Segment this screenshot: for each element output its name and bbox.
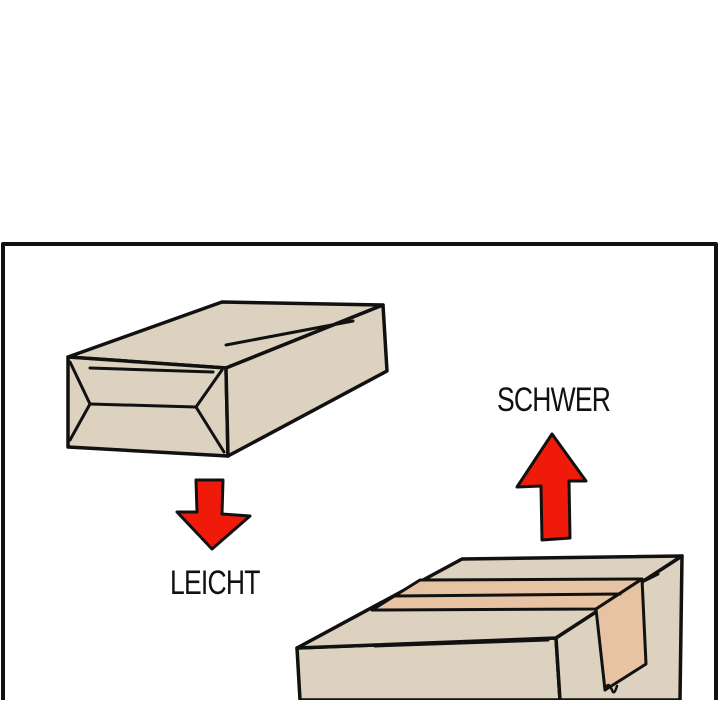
cardboard-box-icon xyxy=(295,554,684,702)
panel-frame xyxy=(1,242,718,700)
box-tape-side xyxy=(594,577,648,692)
arrow-up-icon xyxy=(515,432,588,542)
light-label: LEICHT xyxy=(170,564,260,602)
flat-package-icon xyxy=(66,300,389,458)
heavy-label: SCHWER xyxy=(497,381,611,419)
arrow-down-icon xyxy=(175,478,252,551)
